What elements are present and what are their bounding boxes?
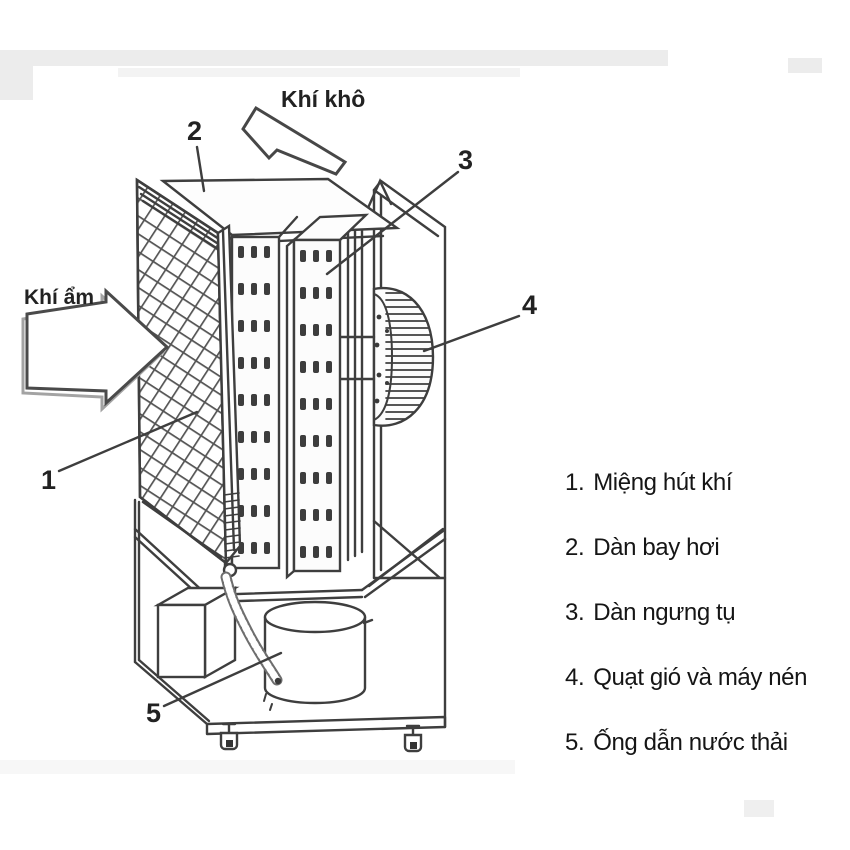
condenser-panel [285, 213, 370, 580]
caster-left [219, 722, 239, 751]
fan-hub-bolts [374, 314, 389, 404]
fan-drum [372, 286, 435, 427]
callout-3: 3 [458, 145, 473, 175]
callout-5: 5 [146, 698, 161, 728]
scan-artifact-bands [0, 50, 822, 817]
evaporator-slots [234, 242, 277, 562]
humid-air-arrow-icon [21, 287, 170, 413]
condenser-slots [296, 246, 339, 566]
leader-lines [57, 145, 521, 708]
caster-right [403, 724, 423, 753]
compressor-tank [263, 600, 374, 705]
drain-hose [220, 571, 283, 711]
dry-air-arrow-icon [241, 105, 348, 176]
callout-4: 4 [522, 290, 537, 320]
leader-line-5 [162, 651, 283, 708]
mesh-grid [135, 177, 228, 566]
callout-2: 2 [187, 116, 202, 146]
leader-line-4 [422, 314, 521, 353]
dry-air-label: Khí khô [281, 86, 365, 112]
leader-line-3 [325, 170, 460, 276]
humid-air-label: Khí ẩm [24, 286, 94, 309]
leader-line-2 [195, 145, 206, 193]
back-panel [366, 178, 447, 729]
electrical-box [153, 585, 240, 680]
drain-tube-ribs [223, 492, 241, 559]
leader-line-1 [57, 410, 199, 473]
mesh-filter-panel [135, 177, 242, 578]
callout-1: 1 [41, 465, 56, 495]
